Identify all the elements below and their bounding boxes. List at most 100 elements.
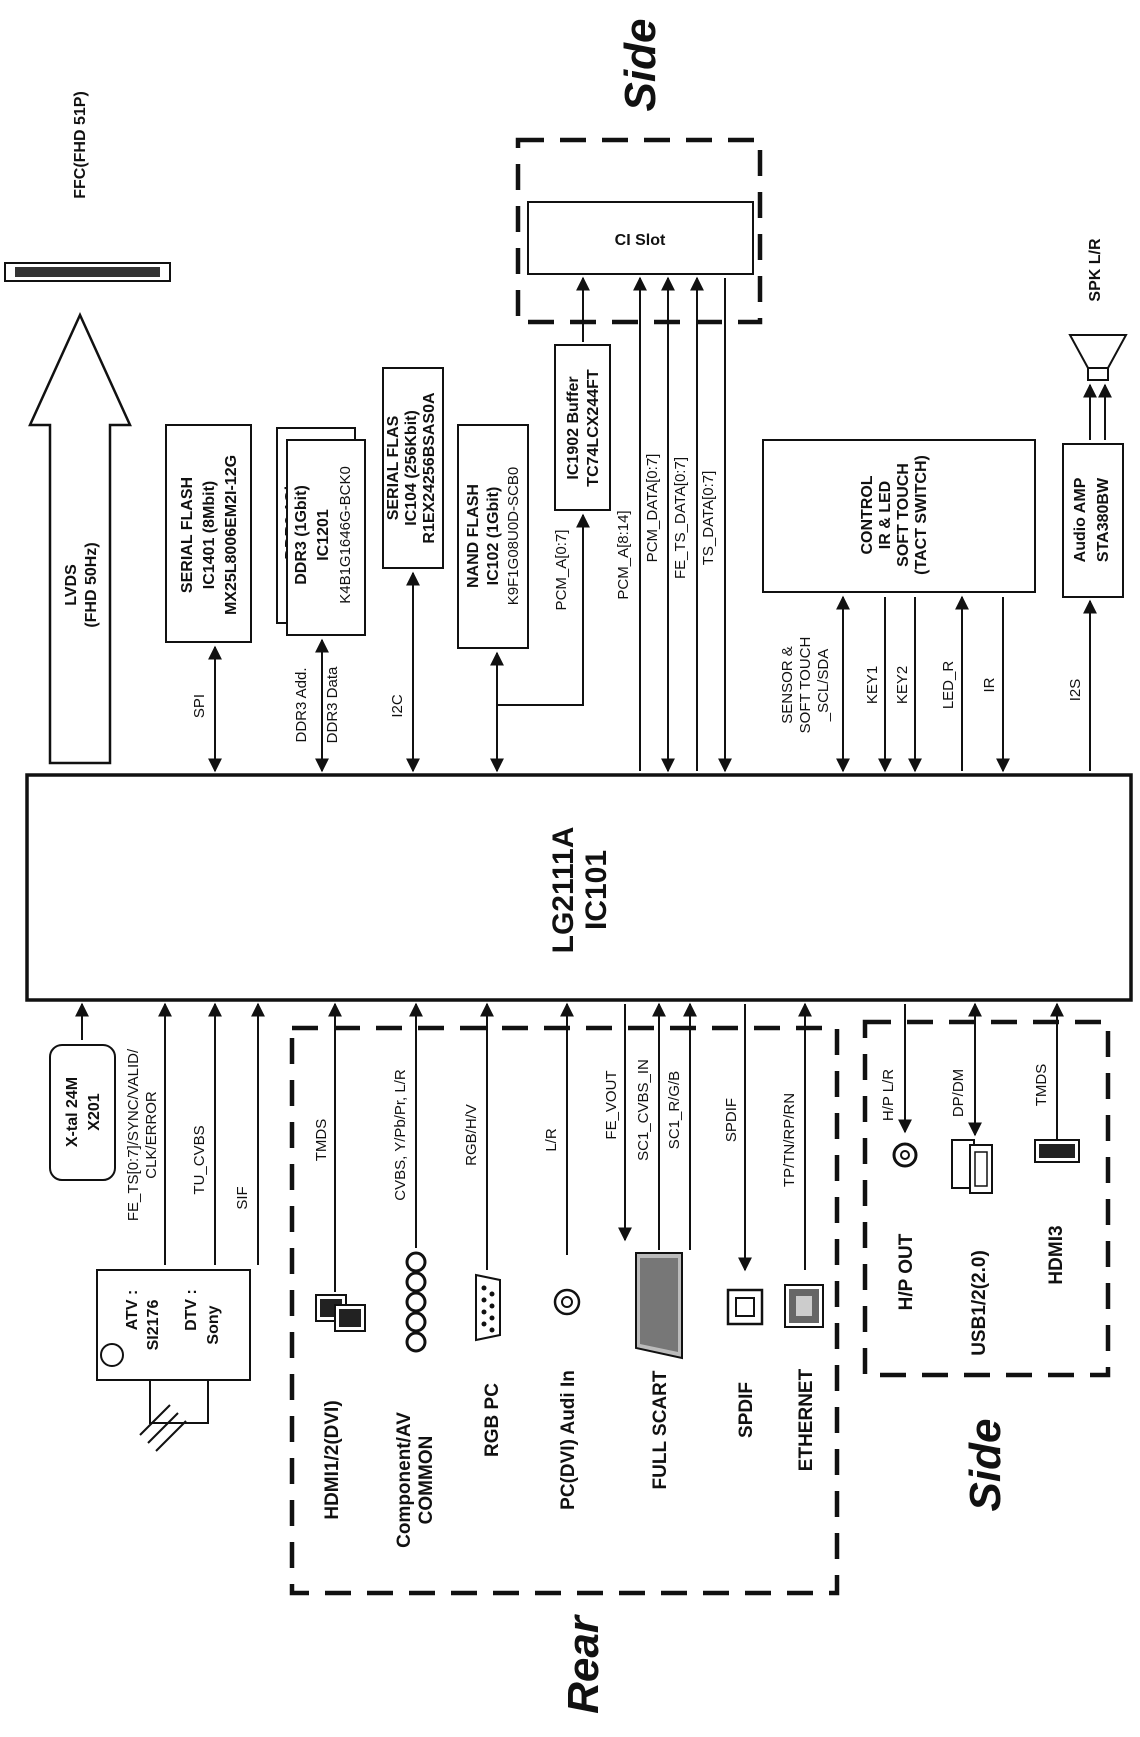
- sif-label: SIF: [234, 1186, 251, 1209]
- fe-vout-label: FE_VOUT: [603, 1070, 620, 1139]
- ethernet-port-icon: [784, 1284, 824, 1328]
- fe-ts-data-label: FE_TS_DATA[0:7]: [672, 457, 689, 579]
- buffer-part: TC74LCX244FT: [585, 369, 602, 487]
- hdmi12-port-label: HDMI1/2(DVI): [322, 1400, 343, 1519]
- buffer-box: [554, 344, 611, 511]
- scart-port-label: FULL SCART: [650, 1370, 671, 1489]
- rgb-port-label: RGB PC: [482, 1383, 503, 1457]
- section-rear: Rear: [559, 1613, 608, 1714]
- tuner-atv-label: ATV :: [124, 1290, 141, 1331]
- usb-signal-label: DP/DM: [950, 1069, 967, 1117]
- pcm-a-low-label: PCM_A[0:7]: [553, 530, 570, 611]
- ddr3-part: K4B1G1646G-BCK0: [337, 466, 354, 604]
- tuner-dtv-label: DTV :: [183, 1289, 200, 1331]
- audio-amp-title: Audio AMP: [1072, 477, 1089, 562]
- section-side-top: Side: [616, 19, 665, 112]
- ddr3-addr-label: DDR3 Add.: [293, 667, 310, 742]
- rgb-signal-label: RGB/H/V: [463, 1104, 480, 1166]
- component-port-label-2: COMMON: [416, 1436, 437, 1525]
- serial-flash-2-part: R1EX24256BSAS0A: [421, 392, 438, 544]
- xtal-box: [49, 1044, 116, 1181]
- hdmi12-signal-label: TMDS: [313, 1119, 330, 1162]
- audio-amp-part: STA380BW: [1095, 477, 1112, 562]
- i2s-label: I2S: [1067, 679, 1084, 702]
- serial-flash-2-ref: IC104 (256Kbit): [403, 410, 420, 526]
- sensor-label-1: SENSOR &: [779, 646, 796, 724]
- serial-flash-1-title: SERIAL FLASH: [179, 477, 196, 593]
- ffc-label: FFC(FHD 51P): [72, 91, 89, 199]
- section-side-bottom: Side: [961, 1419, 1010, 1512]
- nand-flash-title: NAND FLASH: [465, 484, 482, 588]
- nand-flash-part: K9F1G08U0D-SCB0: [505, 467, 522, 605]
- scart-connector-icon: [635, 1252, 683, 1360]
- rear-dashed-box: [289, 1025, 840, 1596]
- side-top-dashed-box: [515, 137, 763, 325]
- serial-flash-1-box: [165, 424, 252, 643]
- pcm-a-high-label: PCM_A[8:14]: [615, 510, 632, 599]
- audio-amp-box: [1062, 443, 1124, 598]
- speaker-label: SPK L/R: [1087, 238, 1104, 302]
- hdmi3-connector-icon: [1034, 1139, 1080, 1163]
- dsub-connector-icon: [475, 1273, 501, 1342]
- i2c-label: I2C: [389, 694, 406, 718]
- ddr3-title: DDR3 (1Gbit): [293, 485, 310, 585]
- main-chip-box: [25, 773, 1133, 1002]
- side-bottom-dashed-box: [862, 1019, 1111, 1378]
- pc-audio-port-label: PC(DVI) Audi In: [558, 1370, 579, 1510]
- serial-flash-2-title: SERIAL FLAS: [385, 415, 402, 520]
- tuner-dtv-value: Sony: [205, 1305, 222, 1344]
- ci-slot-label: CI Slot: [615, 232, 666, 249]
- component-port-label: Component/AV: [394, 1412, 415, 1548]
- sensor-label-2: SOFT TOUCH: [797, 637, 814, 734]
- headphone-jack-icon: [892, 1142, 918, 1168]
- control-ir-led: IR & LED: [877, 481, 894, 549]
- ci-slot-box: [527, 201, 754, 275]
- key1-label: KEY1: [864, 666, 881, 704]
- lvds-label-line1: LVDS: [63, 564, 80, 606]
- fe-ts-label-2: CLK/ERROR: [143, 1091, 160, 1179]
- usb-port-icon: [951, 1139, 993, 1194]
- ts-data-label: TS_DATA[0:7]: [700, 471, 717, 565]
- audio-jack-icon: [553, 1288, 581, 1316]
- hp-port-label: H/P OUT: [896, 1233, 917, 1310]
- tuner-atv-value: SI2176: [145, 1300, 162, 1351]
- lvds-label-line2: (FHD 50Hz): [83, 542, 100, 627]
- hdmi-connector-icon: [315, 1294, 366, 1332]
- control-soft-touch: SOFT TOUCH: [895, 463, 912, 567]
- serial-flash-1-ref: IC1401 (8Mbit): [201, 481, 218, 589]
- hdmi3-signal-label: TMDS: [1033, 1064, 1050, 1107]
- lvds-arrow: [28, 311, 132, 765]
- spdif-connector-icon: [726, 1288, 764, 1326]
- spdif-port-label: SPDIF: [736, 1382, 757, 1438]
- spi-label: SPI: [191, 694, 208, 718]
- speaker-icon: [1068, 334, 1128, 381]
- main-chip-name: LG2111A: [547, 827, 580, 954]
- xtal-label: X-tal 24M: [64, 1077, 81, 1147]
- rca-jacks-icon: [405, 1251, 427, 1353]
- nand-flash-ref: IC102 (1Gbit): [485, 487, 502, 586]
- ir-label: IR: [981, 677, 998, 692]
- serial-flash-1-part: MX25L8006EM2I-12G: [223, 455, 240, 615]
- key2-label: KEY2: [894, 666, 911, 704]
- nand-flash-box: [457, 424, 529, 649]
- xtal-ref: X201: [86, 1093, 103, 1130]
- main-chip-ref: IC101: [580, 850, 613, 930]
- component-signal-label: CVBS, Y/Pb/Pr, L/R: [392, 1069, 409, 1201]
- spdif-signal-label: SPDIF: [723, 1098, 740, 1142]
- buffer-title: IC1902 Buffer: [565, 376, 582, 479]
- usb-port-label: USB1/2(2.0): [969, 1250, 990, 1356]
- antenna-ground-icon: [139, 1380, 209, 1452]
- sensor-label-3: _SCL/SDA: [815, 649, 832, 723]
- serial-flash-2-box: [382, 367, 444, 569]
- tuner-rf-connector-icon: [100, 1343, 124, 1367]
- control-box: [762, 439, 1036, 593]
- fe-ts-label-1: FE_TS[0:7]/SYNC/VALID/: [125, 1048, 142, 1221]
- hdmi3-port-label: HDMI3: [1046, 1225, 1067, 1284]
- ddr3-box: [286, 439, 366, 636]
- sc1-cvbs-label: SC1_CVBS_IN: [635, 1059, 652, 1161]
- control-tact: (TACT SWITCH): [913, 455, 930, 575]
- led-r-label: LED_R: [940, 661, 957, 710]
- ddr3-ref: IC1201: [315, 509, 332, 561]
- pc-audio-signal-label: L/R: [543, 1128, 560, 1152]
